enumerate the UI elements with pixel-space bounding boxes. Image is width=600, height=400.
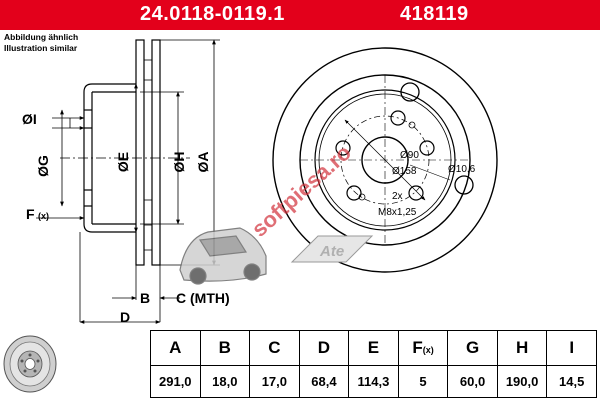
dim-label-c: C (MTH) bbox=[176, 290, 230, 306]
front-view bbox=[272, 47, 498, 273]
col-header-e: E bbox=[348, 330, 399, 366]
col-header-a: A bbox=[150, 330, 201, 366]
svg-text:Ate: Ate bbox=[319, 243, 344, 260]
article-number: 418119 bbox=[400, 3, 469, 25]
col-header-f: F bbox=[412, 338, 423, 357]
col-header-f-sub: (x) bbox=[422, 345, 434, 355]
dim-label-f: F bbox=[26, 206, 35, 222]
col-header-g: G bbox=[447, 330, 498, 366]
car-watermark-graphic bbox=[179, 227, 267, 285]
watermark-text: softpiesa.ro bbox=[247, 140, 356, 242]
dim-label-g: ØG bbox=[35, 155, 51, 177]
dim-label-d: D bbox=[120, 309, 130, 325]
thread-label: M8x1,25 bbox=[378, 207, 417, 218]
dim-label-f-sub: (x) bbox=[38, 211, 49, 221]
header-bar: 24.0118-0119.1 418119 bbox=[0, 0, 600, 30]
center-bore-label: Ø90 bbox=[400, 150, 419, 161]
brake-disc-thumbnail bbox=[3, 335, 57, 393]
col-header-h: H bbox=[496, 330, 548, 366]
dimension-label-group: ØI ØG ØE ØH ØA F (x) B C (MTH) D bbox=[22, 111, 230, 325]
ate-logo: Ate bbox=[290, 235, 374, 263]
col-header-c: C bbox=[249, 330, 300, 366]
bolt-circle-label: Ø158 bbox=[392, 166, 417, 177]
dimension-lines bbox=[36, 39, 220, 324]
dim-label-i: ØI bbox=[22, 111, 37, 127]
spec-value-row: 291,0 18,0 17,0 68,4 114,3 5 60,0 190,0 … bbox=[150, 365, 597, 398]
col-header-d: D bbox=[298, 330, 350, 366]
col-header-i: I bbox=[546, 330, 597, 366]
value-c: 17,0 bbox=[249, 365, 300, 398]
col-header-b: B bbox=[199, 330, 251, 366]
dim-label-h: ØH bbox=[171, 152, 187, 173]
note-german: Abbildung ähnlich bbox=[4, 32, 79, 42]
value-i: 14,5 bbox=[546, 365, 597, 398]
value-e: 114,3 bbox=[348, 365, 399, 398]
front-view-labels: Ø90 Ø158 Ø10,6 2x M8x1,25 bbox=[378, 150, 476, 218]
note-english: Illustration similar bbox=[4, 43, 78, 53]
dim-label-e: ØE bbox=[115, 152, 131, 172]
part-number: 24.0118-0119.1 bbox=[140, 3, 285, 25]
spec-header-row: A B C D E F(x) G H I bbox=[150, 330, 597, 366]
dim-label-b: B bbox=[140, 290, 150, 306]
value-h: 190,0 bbox=[496, 365, 548, 398]
value-a: 291,0 bbox=[150, 365, 201, 398]
technical-drawing: ØI ØG ØE ØH ØA F (x) B C (MTH) D bbox=[22, 39, 498, 325]
value-b: 18,0 bbox=[199, 365, 251, 398]
spec-table: A B C D E F(x) G H I 291,0 18,0 17,0 68,… bbox=[150, 330, 597, 398]
col-header-f-cell: F(x) bbox=[397, 330, 449, 366]
dim-label-a: ØA bbox=[195, 152, 211, 173]
side-view bbox=[60, 39, 190, 266]
hole-diameter-label: Ø10,6 bbox=[448, 164, 476, 175]
value-g: 60,0 bbox=[447, 365, 498, 398]
value-d: 68,4 bbox=[298, 365, 350, 398]
thread-count-label: 2x bbox=[392, 191, 403, 202]
value-f: 5 bbox=[397, 365, 449, 398]
